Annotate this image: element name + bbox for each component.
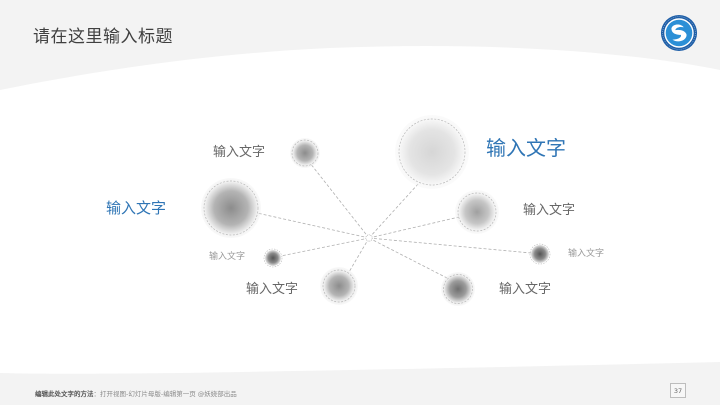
footer-note: 编辑此处文字的方法：打开视图-幻灯片母版-编辑第一页 @妖娆部出品 [35,388,237,398]
page-title: 请在这里输入标题 [33,27,173,47]
node-right-tiny[interactable] [529,243,551,265]
node-label-top-right: 输入文字 [486,136,566,160]
node-label-left-tiny: 输入文字 [209,252,246,262]
node-top-left-small[interactable] [290,138,320,168]
node-label-top-left: 输入文字 [213,145,266,160]
star-hub-icon [365,234,373,242]
school-emblem-icon [660,14,698,52]
footer-note-rest: ：打开视图-幻灯片母版-编辑第一页 @妖娆部出品 [93,390,237,398]
node-label-bottom-right: 输入文字 [499,282,552,297]
node-label-right-tiny: 输入文字 [568,249,605,259]
node-label-left: 输入文字 [106,199,167,217]
node-label-bottom-left: 输入文字 [246,282,299,297]
node-right-medium[interactable] [455,190,499,234]
connector-lines [256,162,532,279]
footer-note-bold: 编辑此处文字的方法 [35,390,94,398]
node-top-right-large[interactable] [395,115,469,189]
node-left-tiny[interactable] [263,248,283,268]
node-bottom-left[interactable] [320,267,358,305]
node-label-right: 输入文字 [523,203,576,218]
node-left-large[interactable] [201,178,261,238]
page-number: 37 [670,383,686,398]
node-bottom-right[interactable] [441,272,475,306]
